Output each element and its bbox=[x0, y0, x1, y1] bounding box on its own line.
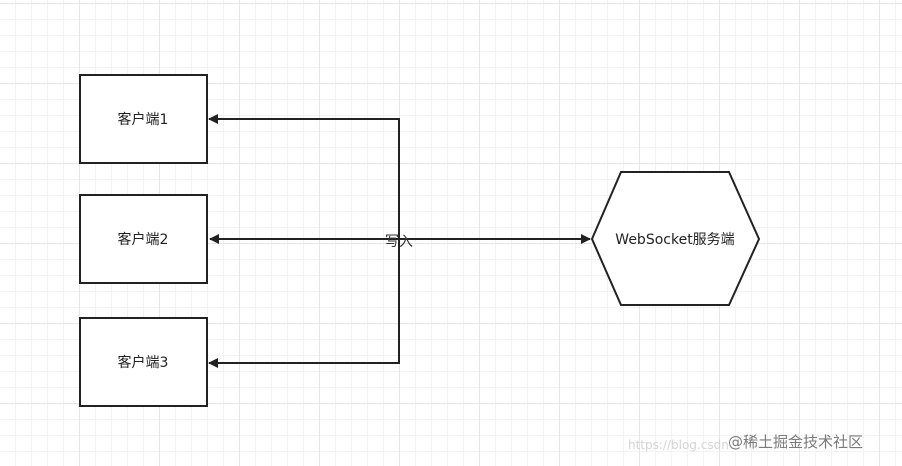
arrow-to-client-3 bbox=[208, 239, 400, 368]
edge-label-write: 写入 bbox=[385, 234, 413, 250]
client-label-2: 客户端2 bbox=[118, 231, 169, 248]
client-box-2 bbox=[79, 194, 208, 284]
server-hexagon bbox=[590, 171, 761, 306]
client-box-1 bbox=[79, 74, 208, 164]
watermark-faint: https://blog.csdn bbox=[628, 438, 729, 452]
client-node-1[interactable]: 客户端1 bbox=[79, 74, 208, 164]
client-box-3 bbox=[79, 317, 208, 407]
client-label-1: 客户端1 bbox=[118, 111, 169, 128]
client-node-2[interactable]: 客户端2 bbox=[79, 194, 208, 284]
client-node-3[interactable]: 客户端3 bbox=[79, 317, 208, 407]
watermark-text: @稀土掘金技术社区 bbox=[728, 433, 863, 451]
server-label: WebSocket服务端 bbox=[615, 232, 734, 248]
arrow-to-client-1 bbox=[208, 114, 400, 239]
client-label-3: 客户端3 bbox=[118, 354, 169, 371]
server-node[interactable]: WebSocket服务端 bbox=[590, 171, 761, 306]
connector-group: 写入 bbox=[208, 114, 591, 368]
